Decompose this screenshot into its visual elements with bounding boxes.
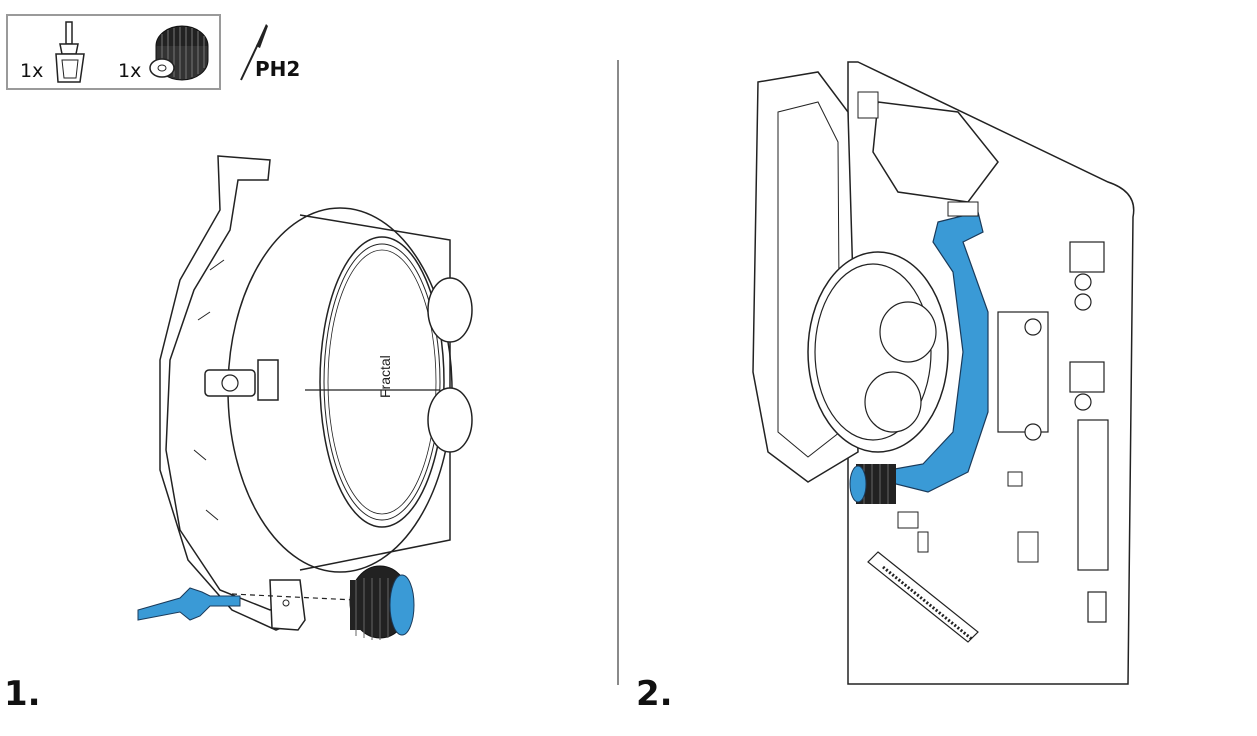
motherboard-mounting-illustration — [752, 61, 1135, 685]
step-divider — [617, 60, 619, 685]
thumbscrew-quantity: 1x — [118, 60, 142, 82]
screwdriver-icon — [240, 24, 268, 81]
thumbscrew-icon — [149, 25, 209, 81]
step-1-label: 1. — [4, 674, 41, 714]
standoff-quantity: 1x — [20, 60, 44, 82]
fractal-logo: Fractal — [377, 355, 393, 398]
pump-block-illustration: Fractal — [137, 155, 473, 640]
step-2-label: 2. — [636, 674, 673, 714]
screwdriver-size-label: PH2 — [255, 57, 301, 81]
standoff-icon — [55, 21, 85, 83]
